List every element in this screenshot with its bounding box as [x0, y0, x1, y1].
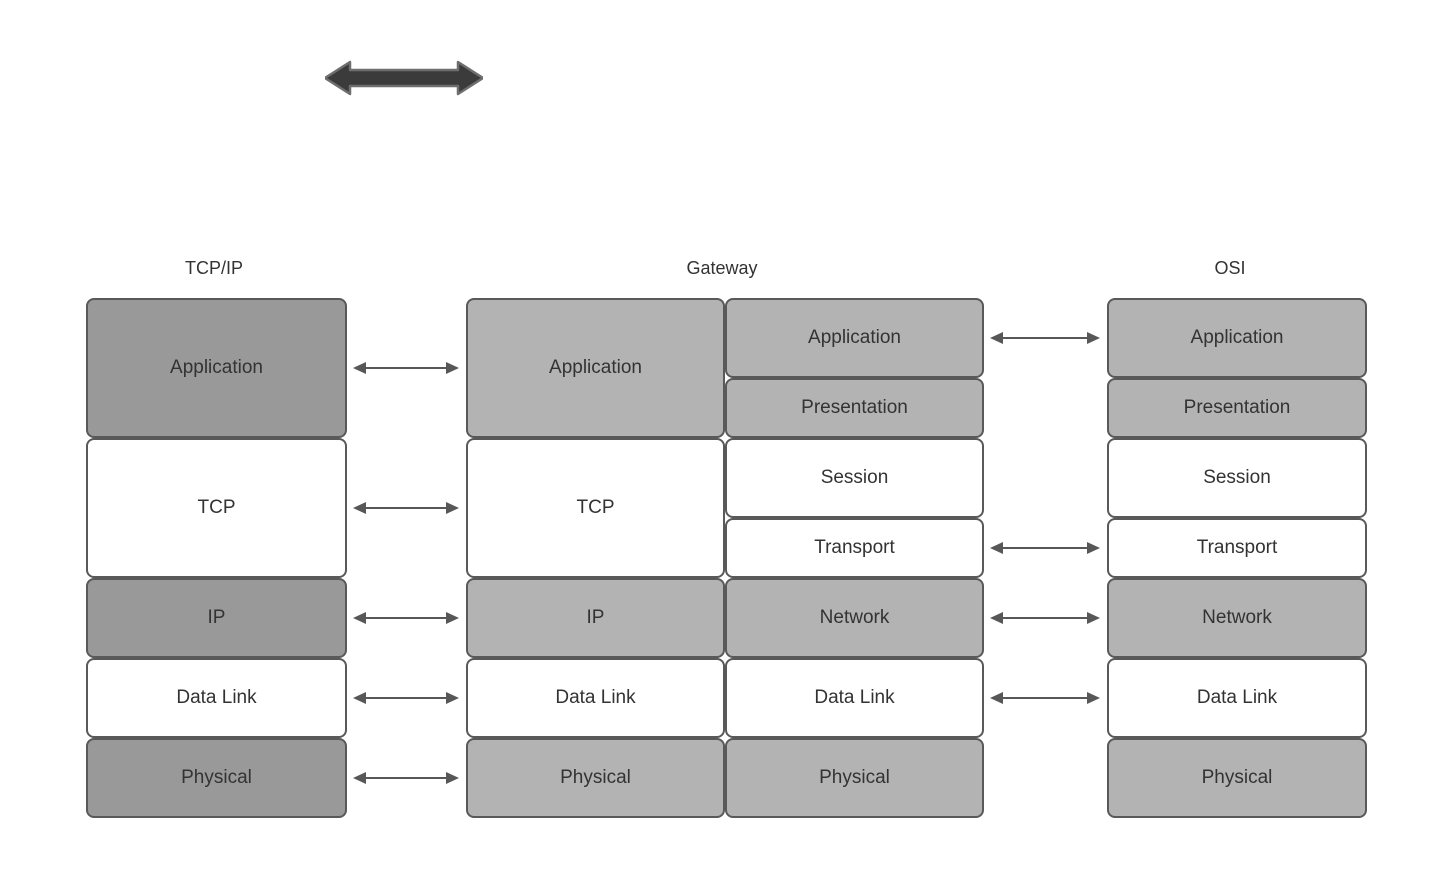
layer-label: IP — [207, 607, 226, 628]
layer-label: Data Link — [1196, 687, 1278, 708]
double-arrow-connector — [353, 362, 459, 374]
layer-box-application: Application — [466, 298, 725, 438]
layer-box-presentation: Presentation — [1107, 378, 1367, 438]
layer-label: IP — [586, 607, 605, 628]
stack-header-gateway: Gateway — [686, 258, 758, 278]
stack-header-osi: OSI — [1214, 258, 1246, 278]
layer-box-tcp: TCP — [86, 438, 347, 578]
layer-box-transport: Transport — [725, 518, 984, 578]
layer-box-physical: Physical — [86, 738, 347, 818]
layer-box-network: Network — [1107, 578, 1367, 658]
layer-label: Presentation — [801, 397, 908, 418]
stack-header-tcpip: TCP/IP — [184, 258, 244, 278]
layer-box-session: Session — [1107, 438, 1367, 518]
double-arrow-connector — [353, 772, 459, 784]
layer-label: Transport — [1196, 537, 1278, 558]
double-arrow-connector — [990, 542, 1100, 554]
layer-box-physical: Physical — [725, 738, 984, 818]
layer-box-application: Application — [725, 298, 984, 378]
horizontal-double-arrow-icon — [325, 60, 483, 96]
double-arrow-connector — [353, 502, 459, 514]
layer-label: Data Link — [555, 687, 636, 708]
layer-label: Network — [819, 607, 890, 628]
double-arrow-connector — [990, 332, 1100, 344]
double-arrow-connector — [353, 692, 459, 704]
layer-label: Physical — [560, 767, 631, 788]
layer-label: Transport — [814, 537, 895, 558]
layer-box-network: Network — [725, 578, 984, 658]
layer-label: Application — [808, 327, 901, 348]
layer-label: Physical — [181, 767, 252, 788]
layer-box-data-link: Data Link — [1107, 658, 1367, 738]
layer-label: Network — [1202, 607, 1272, 628]
layer-label: TCP — [576, 497, 615, 518]
layer-box-session: Session — [725, 438, 984, 518]
layer-box-ip: IP — [86, 578, 347, 658]
layer-label: Application — [170, 357, 263, 378]
layer-label: TCP — [197, 497, 236, 518]
layer-label: Physical — [1201, 767, 1273, 788]
layer-label: Data Link — [176, 687, 257, 708]
layer-label: Session — [820, 467, 889, 488]
double-arrow-connector — [353, 612, 459, 624]
layer-box-application: Application — [1107, 298, 1367, 378]
layer-box-ip: IP — [466, 578, 725, 658]
layer-box-data-link: Data Link — [86, 658, 347, 738]
layer-label: Data Link — [814, 687, 895, 708]
layer-box-data-link: Data Link — [466, 658, 725, 738]
layer-box-physical: Physical — [1107, 738, 1367, 818]
layer-box-tcp: TCP — [466, 438, 725, 578]
layer-box-application: Application — [86, 298, 347, 438]
double-arrow-connector — [990, 692, 1100, 704]
layer-box-transport: Transport — [1107, 518, 1367, 578]
layer-label: Session — [1203, 467, 1271, 488]
layer-box-presentation: Presentation — [725, 378, 984, 438]
layer-label: Presentation — [1183, 397, 1291, 418]
layer-box-physical: Physical — [466, 738, 725, 818]
layer-label: Physical — [819, 767, 890, 788]
layer-label: Application — [1190, 327, 1284, 348]
layer-label: Application — [549, 357, 642, 378]
layer-box-data-link: Data Link — [725, 658, 984, 738]
double-arrow-connector — [990, 612, 1100, 624]
